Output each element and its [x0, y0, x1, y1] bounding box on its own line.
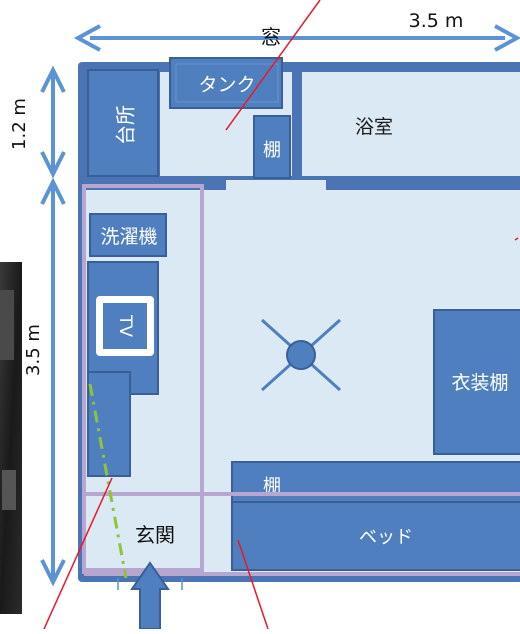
- small-cabinet: [87, 371, 131, 477]
- shelf-top: 棚: [253, 115, 291, 179]
- washing-machine: 洗濯機: [89, 213, 167, 257]
- tank: タンク: [169, 57, 283, 109]
- door-gap: [226, 180, 326, 190]
- bed-label: ベッド: [359, 527, 413, 548]
- shelf-bed-label: 棚: [263, 476, 281, 497]
- top-dimension-label: 3.5 m: [409, 10, 464, 32]
- bathroom-label: 浴室: [355, 116, 393, 138]
- shelf-top-label: 棚: [263, 140, 281, 161]
- left-lower-dimension-label: 3.5 m: [23, 324, 44, 376]
- partition-wall-vertical: [292, 66, 302, 182]
- annotation-lines: [43, 0, 519, 630]
- kitchen-label: 台所: [114, 105, 138, 145]
- door-marks: [117, 578, 183, 590]
- washing-machine-label: 洗濯機: [100, 226, 157, 248]
- tv-label: TV: [115, 314, 135, 337]
- bed: ベッド: [231, 501, 520, 571]
- wardrobe: 衣装棚: [433, 309, 520, 455]
- entrance-label: 玄関: [135, 523, 175, 547]
- window-label: 窓: [261, 25, 281, 49]
- left-upper-dimension-arrow: [40, 65, 66, 179]
- background-photo: [0, 262, 22, 614]
- dash-line: [88, 383, 128, 579]
- kitchen: 台所: [87, 69, 159, 177]
- ceiling-light-icon: [260, 318, 342, 392]
- wardrobe-label: 衣装棚: [451, 372, 508, 394]
- left-lower-dimension-arrow: [40, 177, 66, 587]
- top-dimension-arrow: [73, 24, 520, 52]
- left-upper-dimension-label: 1.2 m: [9, 98, 30, 150]
- tank-label: タンク: [198, 74, 255, 96]
